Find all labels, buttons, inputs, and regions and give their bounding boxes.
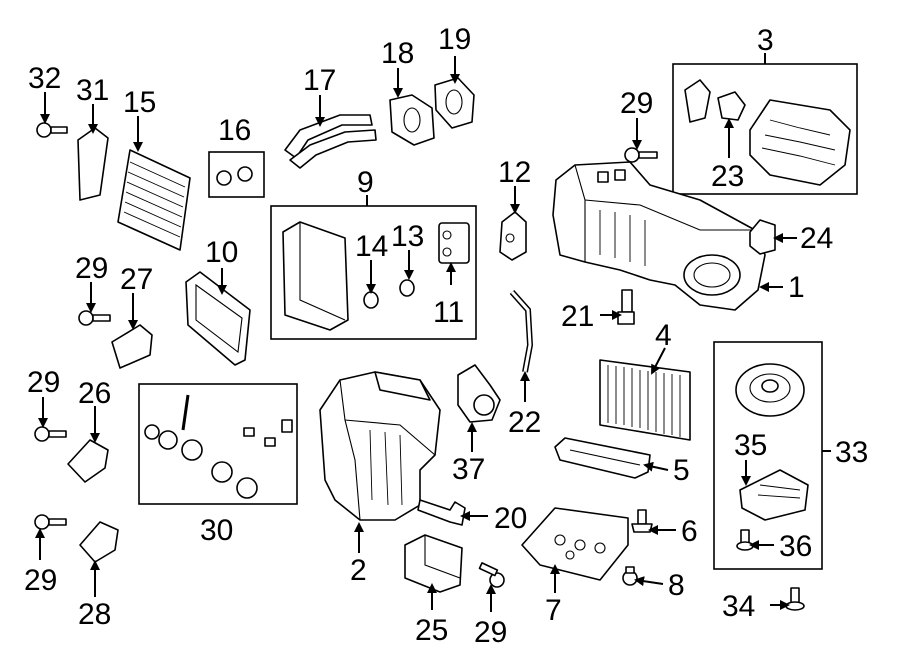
part-29-bolt-e [478,562,505,588]
part-12-sensor [499,211,527,261]
callout-26: 26 [78,377,111,410]
callout-29-d: 29 [24,564,57,597]
callout-17: 17 [303,64,336,97]
part-3-case-upper [684,79,851,186]
callout-35: 35 [734,429,767,462]
callout-20: 20 [494,502,527,535]
callout-22: 22 [508,406,541,439]
part-8-clip [622,566,638,586]
part-35-resistor [739,469,809,521]
group-box-9 [270,195,477,340]
part-15-heater-core [117,149,191,251]
callout-29-a: 29 [620,87,653,120]
callout-25: 25 [415,614,448,647]
part-17-heater-pipes [284,114,377,169]
part-7-drain-tray [521,507,629,581]
part-36-screw [736,529,754,551]
callout-6: 6 [681,515,698,548]
part-28-bracket [79,521,119,563]
callout-15: 15 [123,86,156,119]
callout-7: 7 [545,594,562,627]
part-30-fastener-kit [144,394,293,499]
callout-28: 28 [78,598,111,631]
callout-9: 9 [357,166,374,199]
group-box-30 [138,383,298,505]
callout-3: 3 [757,24,774,57]
callout-1: 1 [788,271,805,304]
callout-14: 14 [355,230,388,263]
part-11-expansion-valve [438,222,470,264]
callout-10: 10 [205,236,238,269]
callout-30: 30 [200,514,233,547]
part-10-filter-frame [185,271,251,366]
part-26-bracket [67,439,109,483]
part-4-cabin-filter [599,359,691,441]
part-5-filter-cover [554,437,651,479]
part-29-bolt-d [34,514,67,530]
part-37-actuator-motor [457,364,501,423]
callout-34: 34 [722,590,755,623]
part-6-bolt [631,509,653,533]
part-27-bracket [111,324,153,369]
callout-18: 18 [381,37,414,70]
group-box-16 [208,151,265,198]
callout-labels: 1 2 3 4 5 6 7 8 9 10 11 12 13 14 15 16 1… [24,23,868,649]
part-18-seal [389,94,435,146]
callout-19: 19 [438,23,471,56]
part-25-actuator [404,534,463,593]
callout-32: 32 [28,62,61,95]
callout-21: 21 [561,300,594,333]
part-32-bolt [36,122,68,138]
callout-31: 31 [76,74,109,107]
group-box-33 [713,341,831,570]
part-29-bolt-c [34,426,67,442]
callout-4: 4 [655,319,672,352]
callout-5: 5 [673,454,690,487]
callout-8: 8 [668,569,685,602]
callout-12: 12 [498,156,531,189]
part-24-bracket [749,219,776,255]
leader-lines [35,56,797,612]
part-29-bolt-a [624,147,658,163]
callout-16: 16 [218,114,251,147]
part-2-evaporator-housing [319,371,441,521]
part-1-hvac-housing [552,161,766,311]
callout-29-e: 29 [474,616,507,649]
callout-11: 11 [433,296,464,329]
part-29-bolt-b [78,310,111,326]
part-20-sensor-rod [417,499,466,526]
callout-29-c: 29 [27,366,60,399]
part-16-grommets [216,166,253,186]
callout-33: 33 [835,436,868,469]
callout-36: 36 [779,530,812,563]
callout-23: 23 [711,160,744,193]
group-box-3 [672,53,858,195]
part-9-evaporator-core [282,221,415,331]
callout-27: 27 [120,263,153,296]
part-21-plug [617,289,635,325]
callout-29-b: 29 [75,252,108,285]
part-34-bolt [785,587,805,611]
part-22-hose [509,290,534,373]
part-19-seal [434,77,475,129]
part-33-blower-motor [735,363,805,417]
callout-2: 2 [350,554,367,587]
part-31-bracket [77,127,109,201]
callout-24: 24 [800,222,833,255]
callout-13: 13 [391,220,424,253]
callout-37: 37 [452,453,485,486]
